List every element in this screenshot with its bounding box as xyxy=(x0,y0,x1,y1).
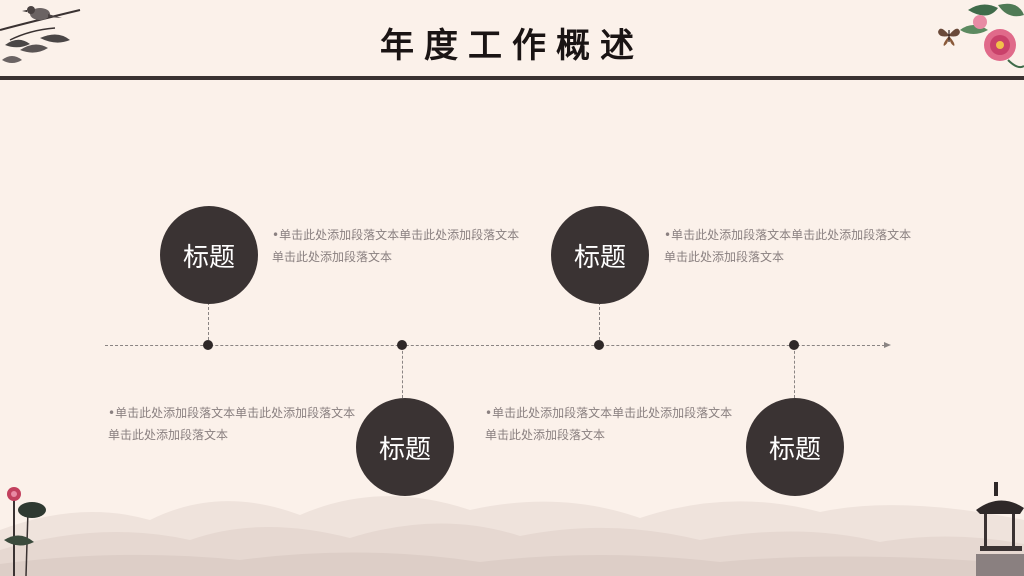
paragraph-3[interactable]: •单击此处添加段落文本单击此处添加段落文本单击此处添加段落文本 xyxy=(664,228,912,264)
heading-circle-1[interactable]: 标题 xyxy=(160,206,258,304)
timeline-dot-1 xyxy=(203,340,213,350)
bird-on-branch-icon xyxy=(0,6,81,63)
timeline-line xyxy=(105,345,885,346)
connector-line-4 xyxy=(794,346,795,398)
peony-flower-icon xyxy=(960,3,1024,69)
timeline-arrow-icon xyxy=(884,342,891,348)
connector-line-1 xyxy=(208,302,209,345)
connector-line-3 xyxy=(599,302,600,345)
heading-circle-3[interactable]: 标题 xyxy=(551,206,649,304)
timeline-dot-2 xyxy=(397,340,407,350)
paragraph-1[interactable]: •单击此处添加段落文本单击此处添加段落文本单击此处添加段落文本 xyxy=(272,228,520,264)
connector-line-2 xyxy=(402,346,403,398)
timeline-dot-4 xyxy=(789,340,799,350)
lotus-icon xyxy=(4,487,46,576)
timeline-dot-3 xyxy=(594,340,604,350)
page-title: 年度工作概述 xyxy=(380,26,644,66)
title-divider xyxy=(0,76,1024,80)
ink-mountains xyxy=(0,496,1024,576)
butterfly-icon xyxy=(938,28,960,46)
paragraph-4[interactable]: •单击此处添加段落文本单击此处添加段落文本单击此处添加段落文本 xyxy=(485,406,733,442)
pavilion-icon xyxy=(976,482,1024,576)
paragraph-2[interactable]: •单击此处添加段落文本单击此处添加段落文本单击此处添加段落文本 xyxy=(108,406,356,442)
heading-circle-2[interactable]: 标题 xyxy=(356,398,454,496)
heading-circle-4[interactable]: 标题 xyxy=(746,398,844,496)
